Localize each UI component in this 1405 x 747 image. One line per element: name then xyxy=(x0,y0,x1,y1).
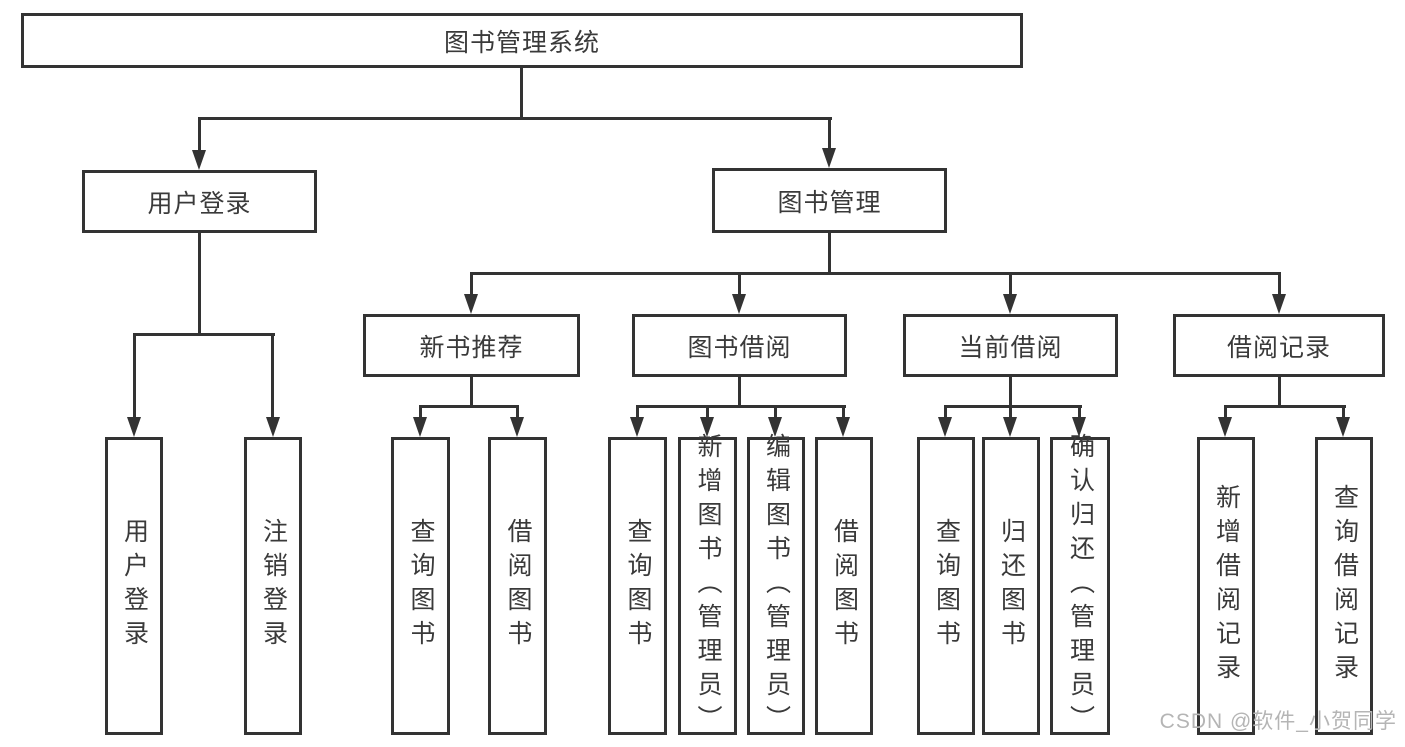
leaf-user-login-label: 用户登录 xyxy=(120,518,149,654)
leaf-cb-confirm-return-admin: 确认归还（管理员） xyxy=(1050,433,1110,739)
connector-line xyxy=(516,405,519,421)
connector-line xyxy=(1278,377,1281,408)
leaf-bb-borrow-books-label: 借阅图书 xyxy=(830,518,859,654)
connector-line xyxy=(470,377,473,408)
watermark: CSDN @软件_小贺同学 xyxy=(1159,710,1397,733)
connector-line xyxy=(1009,405,1012,421)
connector-line xyxy=(1009,272,1012,298)
connector-line xyxy=(944,405,947,421)
arrowhead-icon xyxy=(1218,417,1232,437)
leaf-bb-edit-books-admin: 编辑图书（管理员） xyxy=(747,433,805,739)
connector-line xyxy=(419,405,422,421)
connector-line xyxy=(133,333,275,336)
connector-line xyxy=(1224,405,1227,421)
leaf-cb-return-books: 归还图书 xyxy=(982,437,1040,735)
connector-line xyxy=(944,405,1082,408)
leaf-logout-label: 注销登录 xyxy=(259,518,288,654)
leaf-nbr-borrow-books: 借阅图书 xyxy=(488,437,547,735)
arrowhead-icon xyxy=(822,148,836,168)
leaf-bb-query-books-label: 查询图书 xyxy=(624,518,652,654)
connector-line xyxy=(1078,405,1081,421)
arrowhead-icon xyxy=(127,417,141,437)
leaf-br-add-record: 新增借阅记录 xyxy=(1197,437,1255,735)
arrowhead-icon xyxy=(464,294,478,314)
arrowhead-icon xyxy=(1272,294,1286,314)
arrowhead-icon xyxy=(700,417,714,437)
arrowhead-icon xyxy=(192,150,206,170)
connector-line xyxy=(470,272,1281,275)
node-new-book-recommend-label: 新书推荐 xyxy=(419,333,524,362)
node-borrow-record: 借阅记录 xyxy=(1173,314,1385,377)
connector-line xyxy=(636,405,846,408)
connector-line xyxy=(1342,405,1345,421)
leaf-nbr-borrow-books-label: 借阅图书 xyxy=(504,518,532,654)
node-root-label: 图书管理系统 xyxy=(443,28,600,57)
leaf-bb-borrow-books: 借阅图书 xyxy=(815,437,873,735)
leaf-cb-return-books-label: 归还图书 xyxy=(997,518,1026,654)
leaf-cb-query-books: 查询图书 xyxy=(917,437,975,735)
connector-line xyxy=(198,117,832,120)
node-user-login-label: 用户登录 xyxy=(147,189,252,218)
connector-line xyxy=(828,233,831,274)
leaf-br-query-record-label: 查询借阅记录 xyxy=(1330,484,1359,688)
leaf-bb-add-books-admin-label: 新增图书（管理员） xyxy=(694,433,722,739)
connector-line xyxy=(271,333,274,421)
arrowhead-icon xyxy=(1003,417,1017,437)
arrowhead-icon xyxy=(1072,417,1086,437)
arrowhead-icon xyxy=(1336,417,1350,437)
node-book-management: 图书管理 xyxy=(712,168,947,233)
node-borrow-record-label: 借阅记录 xyxy=(1226,333,1331,362)
node-current-borrow: 当前借阅 xyxy=(903,314,1118,377)
leaf-cb-confirm-return-admin-label: 确认归还（管理员） xyxy=(1066,433,1095,739)
leaf-br-query-record: 查询借阅记录 xyxy=(1315,437,1373,735)
arrowhead-icon xyxy=(768,417,782,437)
connector-line xyxy=(1278,272,1281,298)
connector-line xyxy=(706,405,709,421)
leaf-user-login: 用户登录 xyxy=(105,437,163,735)
connector-line xyxy=(470,272,473,298)
node-root: 图书管理系统 xyxy=(21,13,1023,68)
leaf-bb-query-books: 查询图书 xyxy=(608,437,667,735)
connector-line xyxy=(774,405,777,421)
arrowhead-icon xyxy=(836,417,850,437)
connector-line xyxy=(738,377,741,408)
arrowhead-icon xyxy=(413,417,427,437)
arrowhead-icon xyxy=(1003,294,1017,314)
node-book-borrow-label: 图书借阅 xyxy=(687,333,792,362)
connector-line xyxy=(198,233,201,336)
node-book-management-label: 图书管理 xyxy=(777,188,882,217)
connector-line xyxy=(198,117,201,153)
connector-line xyxy=(133,333,136,421)
connector-line xyxy=(1224,405,1346,408)
leaf-cb-query-books-label: 查询图书 xyxy=(932,518,961,654)
leaf-bb-edit-books-admin-label: 编辑图书（管理员） xyxy=(762,433,791,739)
connector-line xyxy=(738,272,741,298)
connector-line xyxy=(419,405,519,408)
connector-line xyxy=(842,405,845,421)
arrowhead-icon xyxy=(266,417,280,437)
node-book-borrow: 图书借阅 xyxy=(632,314,847,377)
leaf-bb-add-books-admin: 新增图书（管理员） xyxy=(678,433,737,739)
leaf-logout: 注销登录 xyxy=(244,437,302,735)
arrowhead-icon xyxy=(938,417,952,437)
connector-line xyxy=(636,405,639,421)
connector-line xyxy=(1009,377,1012,408)
leaf-nbr-query-books: 查询图书 xyxy=(391,437,450,735)
connector-line xyxy=(828,117,831,151)
arrowhead-icon xyxy=(630,417,644,437)
arrowhead-icon xyxy=(732,294,746,314)
node-user-login: 用户登录 xyxy=(82,170,317,233)
leaf-br-add-record-label: 新增借阅记录 xyxy=(1212,484,1241,688)
connector-line xyxy=(520,68,523,118)
node-current-borrow-label: 当前借阅 xyxy=(958,333,1063,362)
node-new-book-recommend: 新书推荐 xyxy=(363,314,580,377)
arrowhead-icon xyxy=(510,417,524,437)
leaf-nbr-query-books-label: 查询图书 xyxy=(407,518,435,654)
